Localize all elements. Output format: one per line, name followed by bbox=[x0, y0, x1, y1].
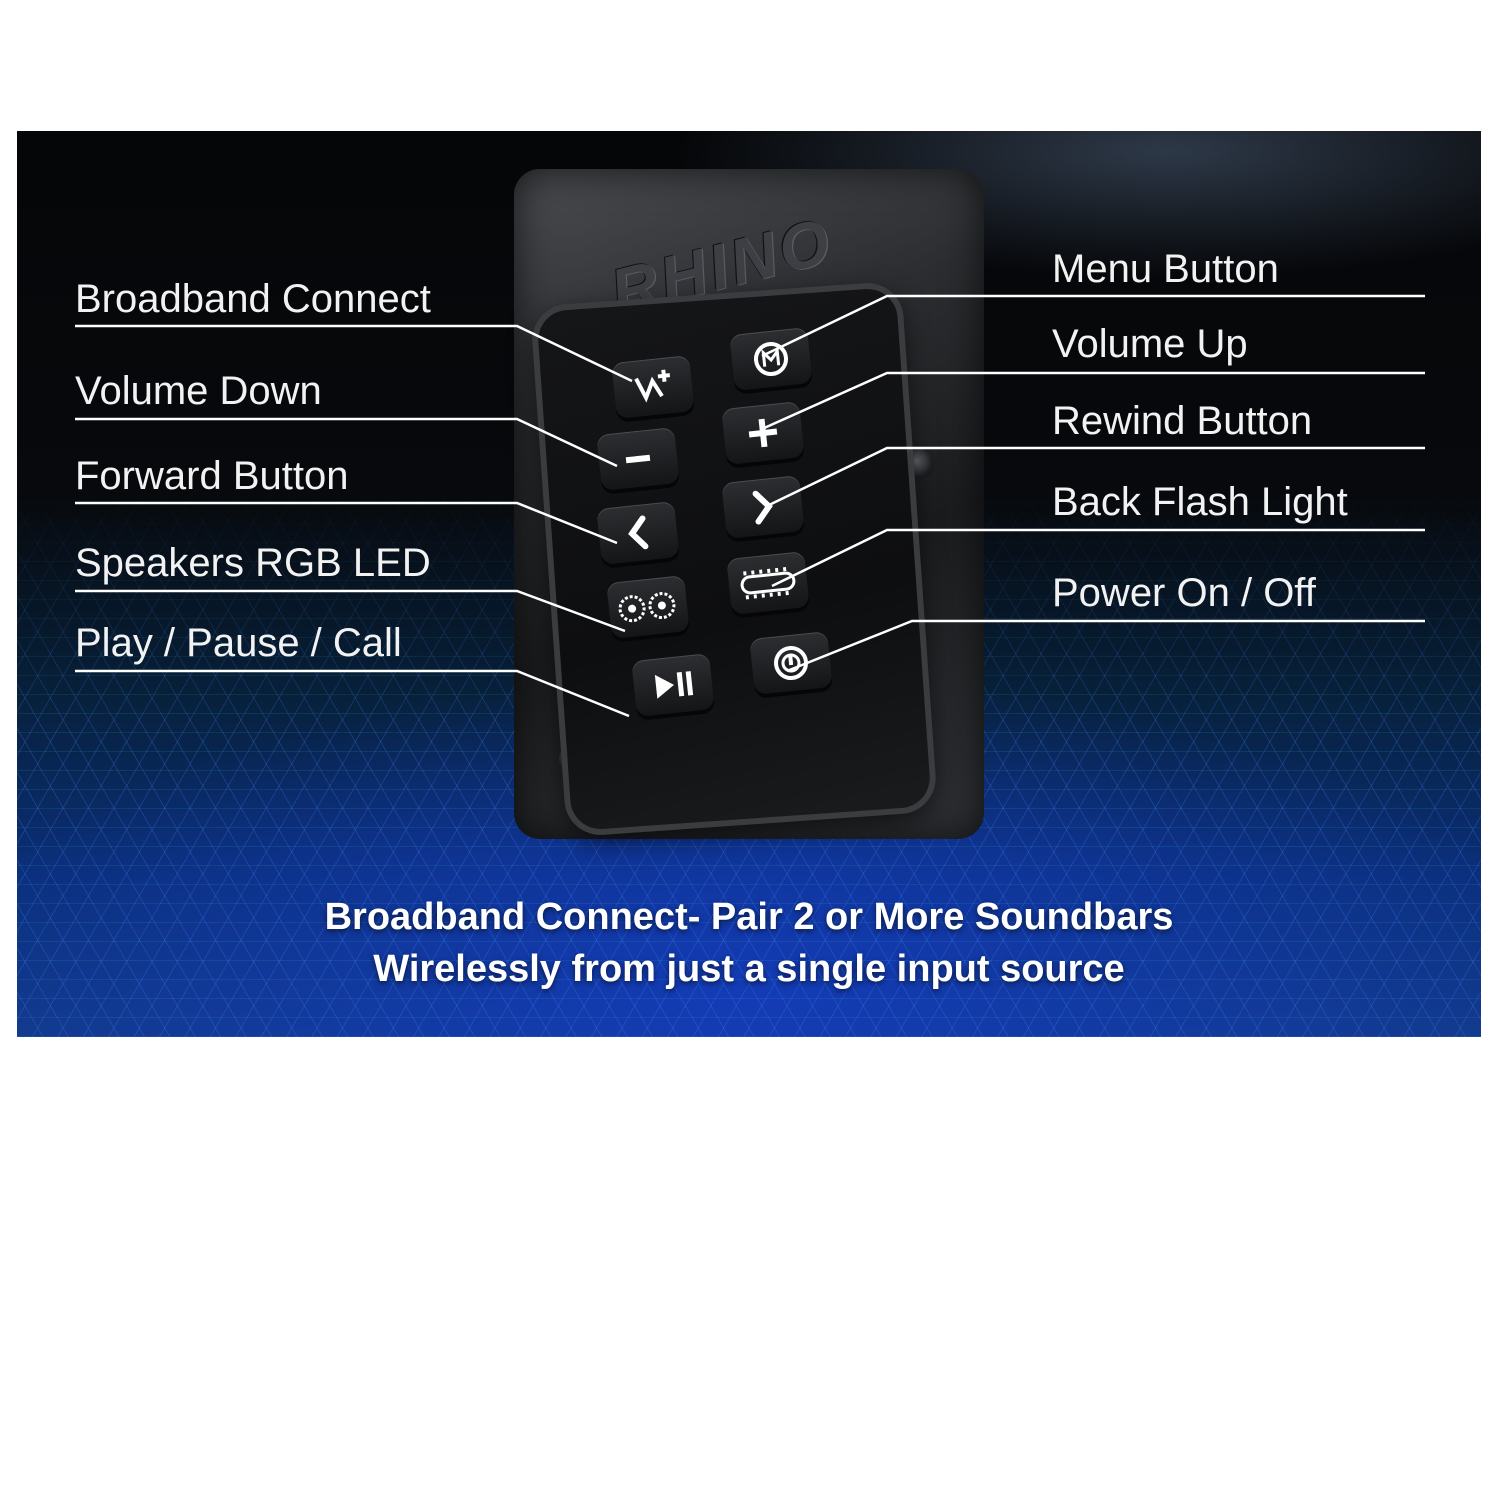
label-play-pause-call: Play / Pause / Call bbox=[75, 621, 402, 665]
feature-caption: Broadband Connect- Pair 2 or More Soundb… bbox=[17, 891, 1481, 995]
play-pause-call-button[interactable] bbox=[631, 653, 715, 717]
line-volume-down bbox=[75, 417, 618, 468]
speakers-rgb-led-button[interactable] bbox=[606, 575, 690, 639]
caption-line-2: Wirelessly from just a single input sour… bbox=[373, 948, 1125, 990]
line-speakers-rgb-led bbox=[75, 589, 626, 633]
label-power-on-off: Power On / Off bbox=[1052, 571, 1316, 615]
forward-button[interactable] bbox=[596, 501, 680, 565]
line-rewind-button bbox=[766, 446, 1425, 508]
label-volume-up: Volume Up bbox=[1052, 322, 1248, 366]
broadband-connect-button[interactable] bbox=[611, 355, 695, 419]
flash-light-icon bbox=[740, 567, 796, 600]
callout-lines bbox=[75, 294, 1425, 718]
menu-m-icon bbox=[754, 342, 788, 376]
remote-control-device: RHINO bbox=[514, 169, 984, 839]
label-menu-button: Menu Button bbox=[1052, 247, 1279, 291]
power-button[interactable] bbox=[749, 631, 833, 695]
line-forward-button bbox=[75, 501, 618, 545]
line-play-pause-call bbox=[75, 669, 630, 718]
label-forward-button: Forward Button bbox=[75, 454, 349, 498]
label-speakers-rgb-led: Speakers RGB LED bbox=[75, 541, 431, 585]
line-broadband-connect bbox=[75, 324, 633, 383]
broadband-connect-icon bbox=[634, 369, 671, 403]
line-back-flash-light bbox=[771, 528, 1425, 588]
plus-icon bbox=[748, 418, 778, 448]
line-power-on-off bbox=[786, 619, 1425, 673]
label-volume-down: Volume Down bbox=[75, 369, 322, 413]
caption-line-1: Broadband Connect- Pair 2 or More Soundb… bbox=[324, 896, 1174, 938]
product-banner: RHINO bbox=[17, 131, 1481, 1037]
label-rewind-button: Rewind Button bbox=[1052, 399, 1313, 443]
minus-icon bbox=[625, 454, 651, 464]
line-volume-up bbox=[761, 371, 1425, 431]
label-back-flash-light: Back Flash Light bbox=[1052, 480, 1348, 524]
volume-up-button[interactable] bbox=[721, 401, 805, 465]
label-broadband-connect: Broadband Connect bbox=[75, 277, 431, 321]
volume-down-button[interactable] bbox=[596, 427, 680, 491]
line-menu-button bbox=[761, 294, 1425, 358]
rgb-led-icon bbox=[618, 592, 676, 623]
play-pause-icon bbox=[654, 671, 694, 699]
power-icon bbox=[774, 646, 808, 680]
back-flash-light-button[interactable] bbox=[726, 551, 810, 615]
menu-button[interactable] bbox=[729, 327, 813, 391]
chevron-left-icon bbox=[628, 515, 649, 550]
screw-right bbox=[904, 449, 934, 479]
